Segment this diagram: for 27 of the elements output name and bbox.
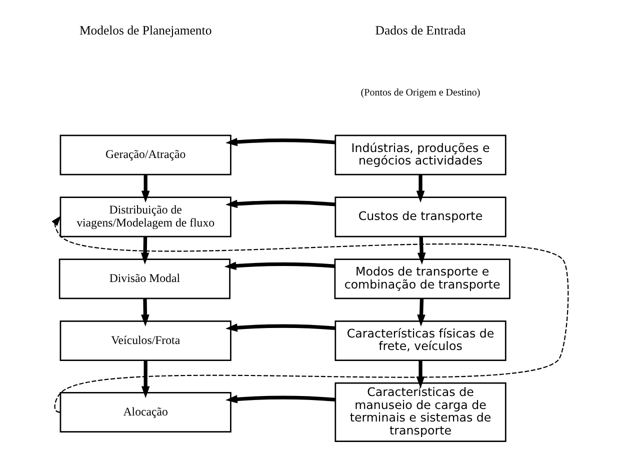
node-box: Modos de transporte e combinação de transporte	[334, 258, 510, 300]
arrow	[224, 200, 335, 208]
arrow	[416, 360, 424, 388]
arrow	[224, 262, 334, 270]
label: Dados de Entrada	[374, 24, 466, 38]
node-box: Características de manuseio de carga de terminais e sistemas de transporte	[334, 382, 506, 442]
node-box: Indústrias, produções e negócios actividades	[334, 134, 506, 176]
label: Modelos de Planejamento	[78, 24, 212, 38]
node-box: Custos de transporte	[334, 196, 506, 238]
arrow	[140, 298, 149, 326]
node-box: Alocação	[59, 392, 231, 432]
arrow	[416, 236, 426, 265]
arrow	[224, 138, 335, 146]
arrow	[51, 216, 568, 412]
node-box: Veículos/Frota	[59, 320, 231, 361]
label: (Pontos de Origem e Destino)	[360, 88, 480, 99]
arrow	[140, 174, 150, 203]
node-box: Distribuição de viagens/Modelagem de fluxo	[59, 196, 231, 238]
arrow	[140, 236, 149, 265]
arrow	[416, 174, 424, 203]
node-box: Geração/Atração	[59, 134, 231, 176]
arrow	[224, 395, 336, 404]
arrow	[416, 298, 425, 326]
node-box: Divisão Modal	[58, 258, 230, 300]
node-box: Características físicas de frete, veículos	[334, 320, 506, 361]
arrow	[224, 324, 336, 332]
arrow	[140, 360, 150, 398]
